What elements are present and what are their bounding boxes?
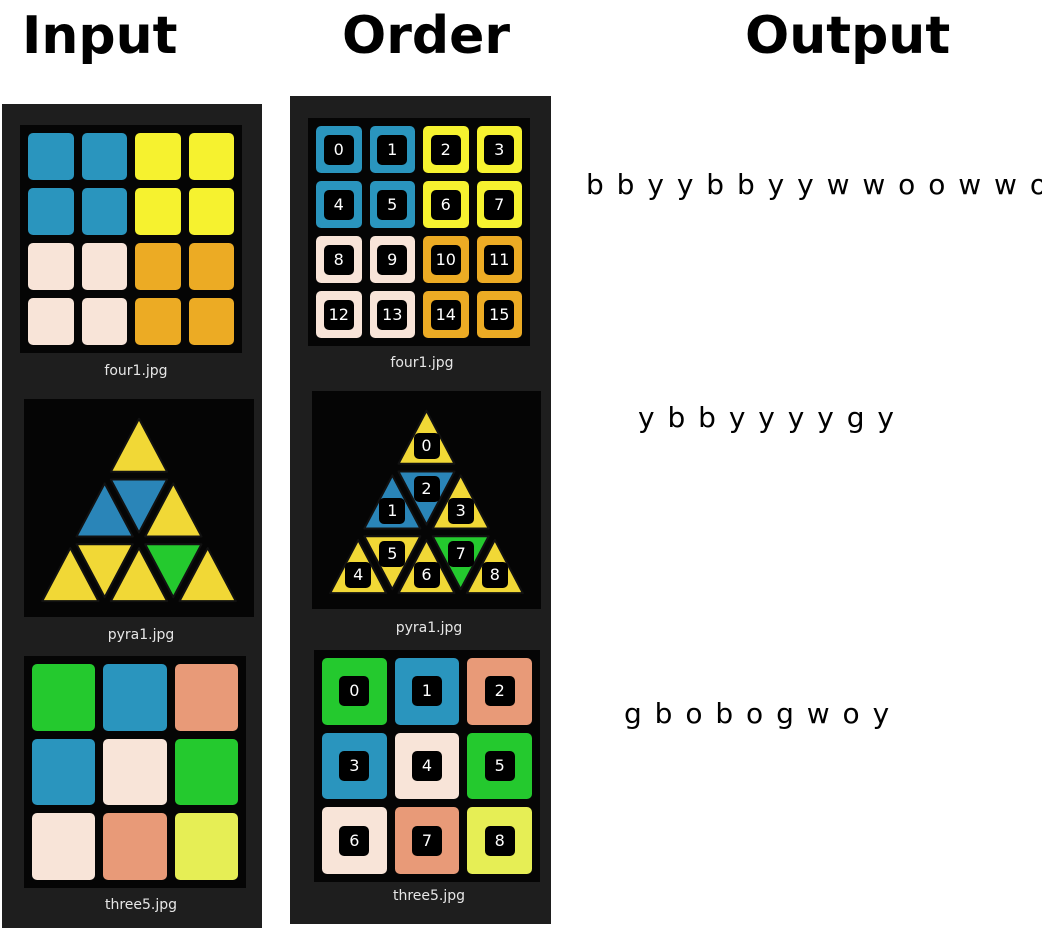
input-four1-photo xyxy=(20,125,242,353)
index-label-6: 6 xyxy=(413,562,440,589)
index-label-4: 4 xyxy=(323,189,354,220)
input-three5-photo xyxy=(24,656,246,888)
sticker-4 xyxy=(41,547,100,603)
output-four1: b b y y b b y y w w o o w w o o xyxy=(586,168,1042,201)
index-label-6: 6 xyxy=(430,189,461,220)
index-label-15: 15 xyxy=(484,299,515,330)
index-label-10: 10 xyxy=(430,244,461,275)
index-label-6: 6 xyxy=(339,825,370,856)
input-pyra1-photo xyxy=(24,399,254,617)
index-label-2: 2 xyxy=(413,476,440,503)
sticker-5 xyxy=(174,738,238,806)
index-label-3: 3 xyxy=(339,751,370,781)
sticker-11 xyxy=(188,243,234,290)
index-label-4: 4 xyxy=(345,562,372,589)
output-three5: g b o b o g w o y xyxy=(624,697,891,730)
index-label-7: 7 xyxy=(412,825,442,856)
order-caption-pyra1: pyra1.jpg xyxy=(395,620,463,636)
output-pyra1: y b b y y y y g y xyxy=(638,401,895,434)
index-label-8: 8 xyxy=(481,562,508,589)
index-label-9: 9 xyxy=(377,244,408,275)
pyraminx-face xyxy=(41,417,237,603)
index-label-14: 14 xyxy=(430,299,461,330)
sticker-1 xyxy=(75,482,134,538)
sticker-1 xyxy=(103,664,167,731)
index-label-4: 4 xyxy=(412,751,442,781)
sticker-4 xyxy=(103,738,167,806)
index-label-0: 0 xyxy=(413,433,440,460)
sticker-6 xyxy=(32,813,96,880)
index-label-3: 3 xyxy=(447,497,474,524)
sticker-13 xyxy=(81,298,127,345)
index-label-13: 13 xyxy=(377,299,408,330)
sticker-5 xyxy=(81,188,127,235)
sticker-1 xyxy=(81,133,127,180)
input-caption-pyra1: pyra1.jpg xyxy=(107,627,175,643)
sticker-15 xyxy=(188,298,234,345)
index-label-12: 12 xyxy=(323,299,354,330)
sticker-0 xyxy=(32,664,96,731)
order-caption-four1: four1.jpg xyxy=(390,355,454,371)
order-caption-three5: three5.jpg xyxy=(392,888,466,904)
index-label-8: 8 xyxy=(323,244,354,275)
order-header: Order xyxy=(342,6,510,66)
index-label-0: 0 xyxy=(323,134,354,165)
sticker-0 xyxy=(28,133,74,180)
index-label-7: 7 xyxy=(484,189,515,220)
sticker-14 xyxy=(135,298,181,345)
index-label-8: 8 xyxy=(484,825,515,856)
sticker-2 xyxy=(109,478,169,534)
sticker-7 xyxy=(188,188,234,235)
sticker-6 xyxy=(109,547,169,603)
sticker-2 xyxy=(174,664,238,731)
index-label-5: 5 xyxy=(484,751,515,781)
sticker-9 xyxy=(81,243,127,290)
sticker-12 xyxy=(28,298,74,345)
index-label-2: 2 xyxy=(484,676,515,707)
sticker-3 xyxy=(32,738,96,806)
sticker-0 xyxy=(109,417,169,473)
input-header: Input xyxy=(22,6,178,66)
sticker-4 xyxy=(28,188,74,235)
index-label-11: 11 xyxy=(484,244,515,275)
sticker-6 xyxy=(135,188,181,235)
order-three5-photo: 0 1 2 3 4 5 6 7 8 xyxy=(314,650,540,882)
index-label-1: 1 xyxy=(377,134,408,165)
sticker-10 xyxy=(135,243,181,290)
sticker-7 xyxy=(144,543,203,599)
index-label-5: 5 xyxy=(377,189,408,220)
sticker-7 xyxy=(103,813,167,880)
index-label-1: 1 xyxy=(412,676,442,707)
sticker-8 xyxy=(174,813,238,880)
output-header: Output xyxy=(745,6,951,66)
index-label-5: 5 xyxy=(379,540,406,567)
sticker-5 xyxy=(75,543,134,599)
sticker-8 xyxy=(28,243,74,290)
sticker-2 xyxy=(135,133,181,180)
index-label-1: 1 xyxy=(379,497,406,524)
sticker-3 xyxy=(144,482,203,538)
index-label-2: 2 xyxy=(430,134,461,165)
index-label-3: 3 xyxy=(484,134,515,165)
sticker-8 xyxy=(178,547,237,603)
input-caption-four1: four1.jpg xyxy=(104,363,168,379)
sticker-3 xyxy=(188,133,234,180)
input-caption-three5: three5.jpg xyxy=(104,897,178,913)
index-label-0: 0 xyxy=(339,676,370,707)
index-label-7: 7 xyxy=(447,540,474,567)
